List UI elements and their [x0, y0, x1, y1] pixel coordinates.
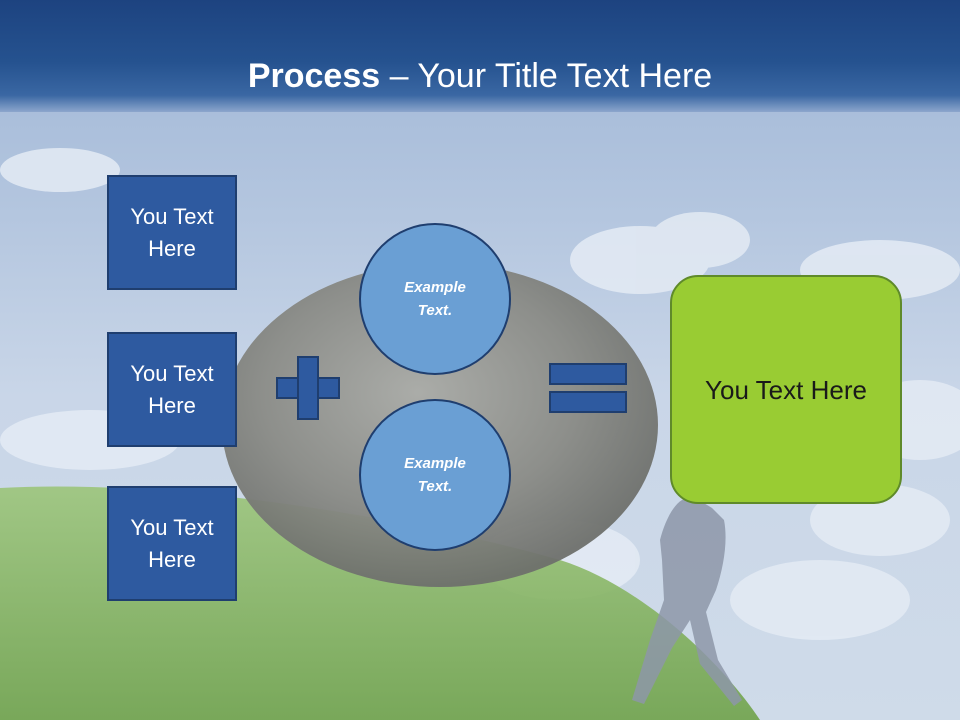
result-label: You Text Here [705, 374, 867, 405]
text-box-2[interactable]: You Text Here [107, 332, 237, 447]
text-box-label: You Text Here [130, 360, 214, 418]
example-circle-label: Example Text. [404, 279, 466, 319]
text-box-3[interactable]: You Text Here [107, 486, 237, 601]
title-bar [0, 0, 960, 112]
text-box-1[interactable]: You Text Here [107, 175, 237, 290]
title-rest: Your Title Text Here [417, 57, 713, 95]
text-box-label: You Text Here [130, 203, 214, 261]
slide-title: Process – Your Title Text Here [0, 54, 960, 98]
title-separator: – [380, 57, 418, 95]
result-box[interactable]: You Text Here [670, 275, 902, 504]
man-silhouette [632, 499, 742, 706]
example-circle-1[interactable]: Example Text. [359, 223, 511, 375]
example-circle-label: Example Text. [404, 455, 466, 495]
example-circle-2[interactable]: Example Text. [359, 399, 511, 551]
text-box-label: You Text Here [130, 514, 214, 572]
title-bold: Process [247, 57, 381, 95]
plus-icon [276, 356, 340, 420]
